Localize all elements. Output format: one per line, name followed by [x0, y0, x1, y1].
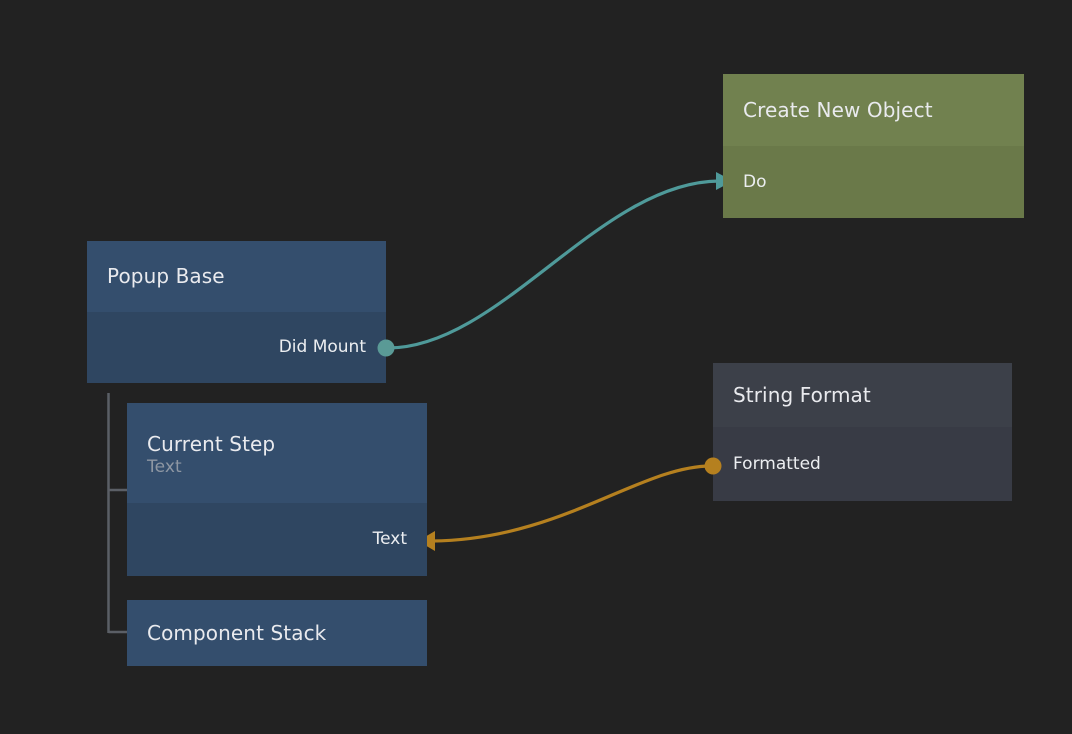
node-body-string-format: Formatted: [713, 427, 1012, 501]
output-port-label-formatted: Formatted: [733, 453, 821, 474]
node-body-create-new-object: Do: [723, 146, 1024, 218]
node-title-create-new-object: Create New Object: [743, 97, 933, 122]
node-subtitle-current-step: Text: [147, 457, 182, 477]
input-port-row-do[interactable]: Do: [743, 146, 767, 218]
input-port-label-text: Text: [372, 529, 407, 549]
wire-did-mount-to-do: [386, 179, 721, 350]
output-port-label-did-mount: Did Mount: [278, 337, 366, 357]
node-header-string-format[interactable]: String Format: [713, 363, 1012, 427]
node-body-current-step: Text: [127, 503, 427, 576]
node-title-popup-base: Popup Base: [107, 264, 225, 288]
node-title-component-stack: Component Stack: [147, 620, 327, 645]
node-title-string-format: String Format: [733, 382, 871, 407]
node-header-popup-base[interactable]: Popup Base: [87, 241, 386, 312]
node-header-component-stack[interactable]: Component Stack: [127, 600, 427, 666]
node-component-stack[interactable]: Component Stack: [127, 600, 427, 666]
node-create-new-object[interactable]: Create New Object Do: [723, 74, 1024, 218]
output-port-row-formatted[interactable]: Formatted: [733, 427, 821, 501]
node-title-current-step: Current Step: [147, 432, 276, 456]
output-port-row-did-mount[interactable]: Did Mount: [279, 312, 366, 383]
wire-formatted-to-text: [430, 464, 713, 543]
node-popup-base[interactable]: Popup Base Did Mount: [87, 241, 386, 383]
node-header-create-new-object[interactable]: Create New Object: [723, 74, 1024, 146]
input-port-row-text[interactable]: Text: [373, 503, 407, 576]
input-port-label-do: Do: [743, 171, 767, 192]
node-string-format[interactable]: String Format Formatted: [713, 363, 1012, 501]
node-body-popup-base: Did Mount: [87, 312, 386, 383]
node-current-step[interactable]: Current Step Text Text: [127, 403, 427, 576]
node-header-current-step[interactable]: Current Step Text: [127, 403, 427, 503]
